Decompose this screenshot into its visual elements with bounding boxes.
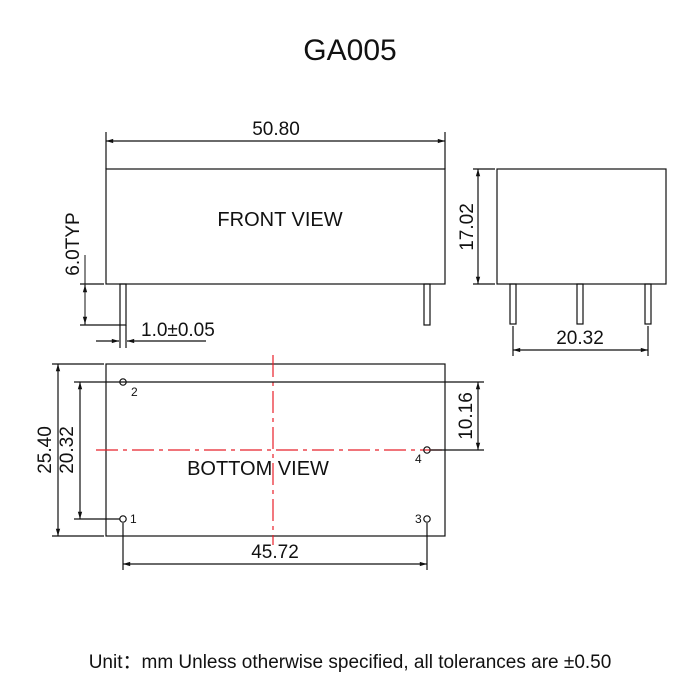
drawing-title: GA005 xyxy=(303,34,396,67)
pin-width-dim: 1.0±0.05 xyxy=(141,320,215,341)
side-pin-pitch-dim: 20.32 xyxy=(556,328,604,349)
pin4-offset-dim: 10.16 xyxy=(456,392,477,440)
side-height-dim: 17.02 xyxy=(457,203,478,251)
pin-length-dim: 6.0TYP xyxy=(63,212,84,275)
pin-label-2: 2 xyxy=(131,385,138,399)
front-view-label: FRONT VIEW xyxy=(217,209,342,231)
bottom-view xyxy=(52,355,484,570)
bottom-pin-span-vertical-dim: 20.32 xyxy=(57,426,78,474)
bottom-view-label: BOTTOM VIEW xyxy=(187,458,329,480)
pin-label-3: 3 xyxy=(415,512,422,526)
side-view xyxy=(473,168,667,356)
bottom-pin-span-horizontal-dim: 45.72 xyxy=(251,542,299,563)
bottom-height-dim: 25.40 xyxy=(35,426,56,474)
pin-label-4: 4 xyxy=(415,452,422,466)
pin-label-1: 1 xyxy=(130,512,137,526)
footer-note: Unit：mm Unless otherwise specified, all … xyxy=(89,652,612,673)
front-width-dim: 50.80 xyxy=(252,119,300,140)
front-view xyxy=(80,132,446,348)
